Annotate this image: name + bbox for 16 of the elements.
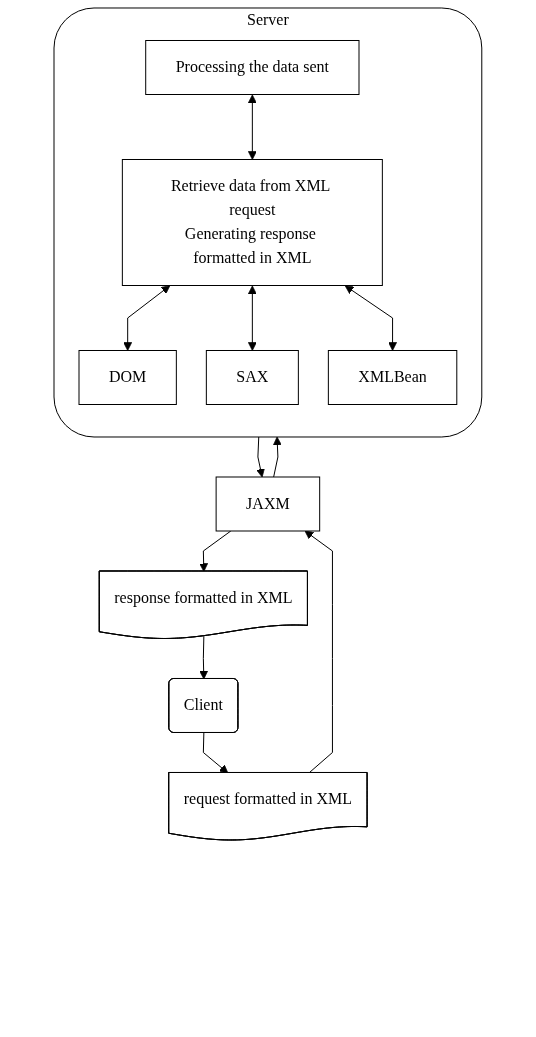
node-box: JAXM (215, 476, 321, 532)
arrow (256, 436, 265, 478)
arrow (199, 530, 232, 572)
node-box: SAX (205, 350, 299, 405)
arrow (123, 285, 171, 351)
arrow (248, 94, 257, 160)
arrow (344, 285, 398, 351)
arrow (248, 285, 257, 351)
arrow (273, 436, 282, 478)
arrow (304, 530, 334, 774)
node-box: Processing the data sent (145, 40, 360, 95)
arrow (199, 635, 209, 680)
node-box: DOM (78, 350, 177, 405)
node-box: Retrieve data from XML request Generating response formatted in XML (121, 159, 383, 286)
arrow (202, 732, 229, 774)
node-box: XMLBean (327, 350, 458, 405)
